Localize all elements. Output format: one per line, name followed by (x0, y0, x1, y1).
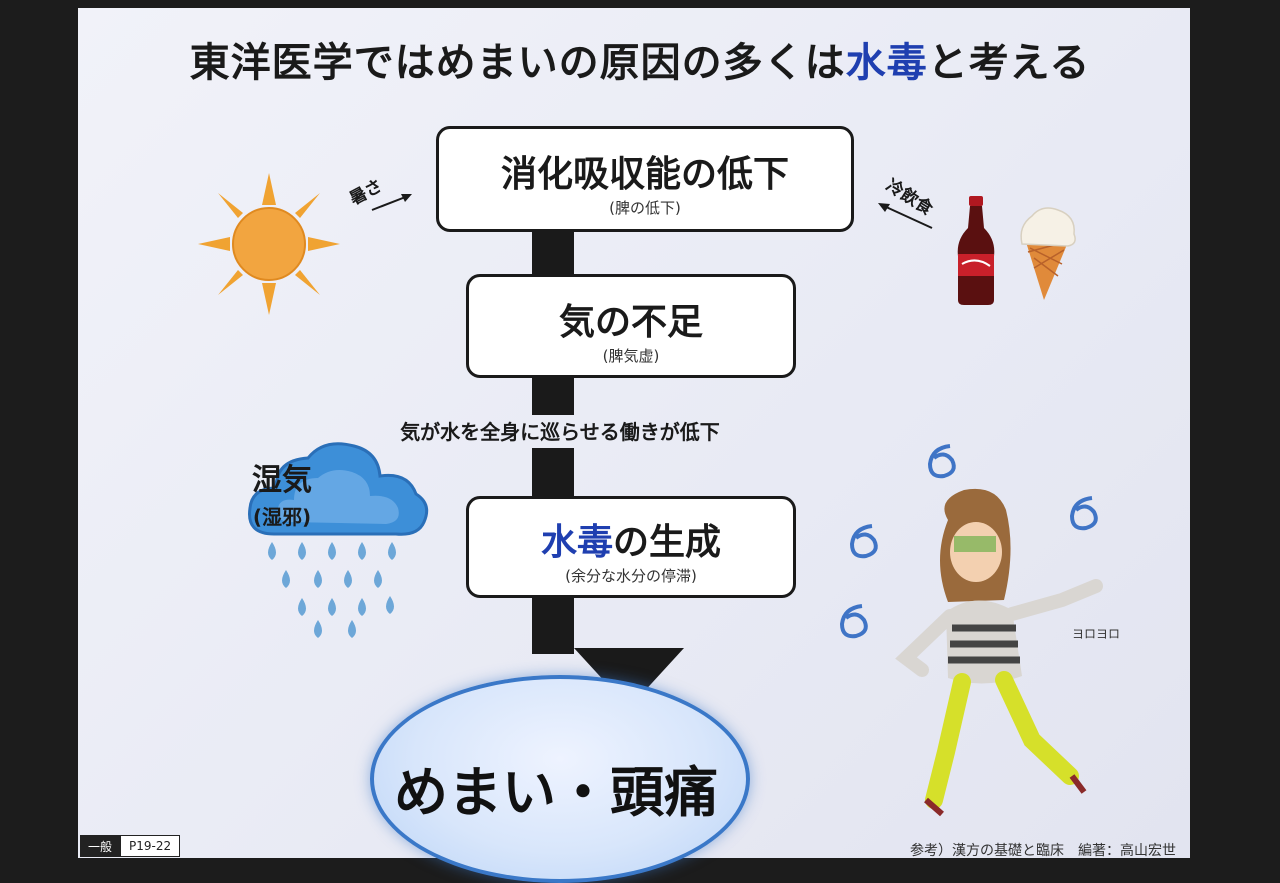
flow-arrow-shaft-3 (532, 448, 574, 498)
flow-box-water-title: 水毒の生成 (469, 513, 793, 565)
flow-arrow-shaft-1 (532, 228, 574, 280)
flow-box-qi: 気の不足 (脾気虚) (466, 274, 796, 378)
title-suffix: と考える (927, 40, 1091, 86)
cloud-label-main: 湿気 (252, 463, 312, 498)
cloud-label: 湿気 (湿邪) (232, 455, 332, 530)
cloud-label-sub: (湿邪) (252, 505, 312, 529)
slide-title: 東洋医学ではめまいの原因の多くは水毒と考える (0, 30, 1280, 88)
cola-bottle-icon (957, 196, 995, 305)
footer-credit: 参考）漢方の基礎と臨床 編著：高山宏世 (910, 843, 1176, 859)
flow-arrow-shaft-2 (532, 375, 574, 415)
footer-tag-category: 一般 (80, 835, 121, 857)
cold-food-arrow-icon (878, 203, 933, 229)
flow-arrow-shaft-4 (532, 594, 574, 654)
middle-note: 気が水を全身に巡らせる働きが低下 (400, 420, 720, 444)
svg-text:ヨロヨロ: ヨロヨロ (1072, 627, 1120, 641)
flow-box-qi-sub: (脾気虚) (602, 347, 660, 365)
flow-box-water-highlight: 水毒 (540, 522, 613, 563)
flow-box-digestion-title: 消化吸収能の低下 (500, 154, 789, 195)
heat-arrow-icon (371, 194, 412, 211)
dizzy-woman-illustration: ヨロヨロ (839, 444, 1120, 817)
result-ellipse (370, 675, 750, 883)
flow-box-digestion: 消化吸収能の低下 (脾の低下) (436, 126, 854, 232)
flow-box-qi-title: 気の不足 (558, 302, 703, 343)
footer-tag-page: P19-22 (120, 835, 181, 857)
flow-box-water-sub: (余分な水分の停滞) (565, 567, 697, 585)
ice-cream-icon (1020, 207, 1076, 300)
flow-arrow-head (574, 648, 684, 708)
cloud-icon (248, 442, 429, 536)
flow-box-water-suffix: の生成 (613, 522, 722, 563)
sun-icon (198, 173, 340, 315)
rain-drops-icon (268, 542, 396, 638)
flow-box-digestion-sub: (脾の低下) (609, 199, 681, 217)
title-prefix: 東洋医学ではめまいの原因の多くは (189, 40, 846, 86)
result-text: めまい・頭痛 (394, 761, 718, 824)
title-highlight: 水毒 (845, 40, 928, 86)
flow-box-water: 水毒の生成 (余分な水分の停滞) (466, 496, 796, 598)
